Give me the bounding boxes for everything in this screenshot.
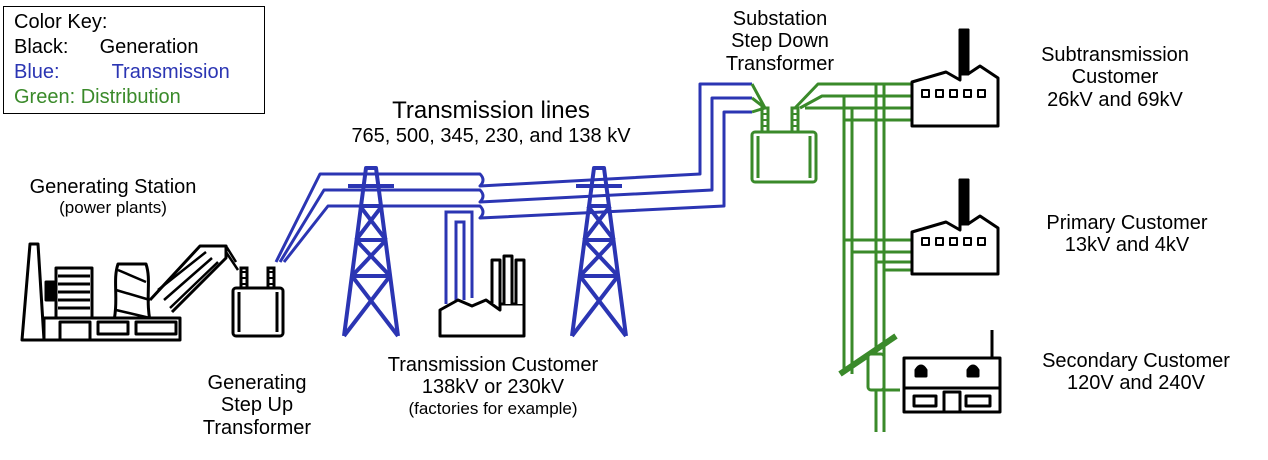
subtransmission-line3: 26kV and 69kV: [1047, 88, 1183, 111]
color-key-blue-name: Blue:: [14, 61, 60, 83]
substation-label: Substation Step Down Transformer: [700, 8, 860, 75]
subtransmission-customer-label: Subtransmission Customer 26kV and 69kV: [1010, 44, 1220, 111]
transmission-customer-feed: [444, 210, 474, 304]
generating-station-icon: [20, 242, 228, 342]
step-up-transformer-icon: [231, 266, 285, 338]
substation-transformer-icon: [750, 83, 818, 184]
color-key-black: Black: Generation: [14, 35, 264, 60]
generating-station-title: Generating Station: [29, 176, 197, 198]
substation-line2: Step Down: [731, 30, 829, 53]
factory-icon: [438, 254, 526, 338]
transmission-lines: [274, 82, 752, 263]
pole-transformer-icon: [866, 352, 886, 392]
step-up-line3: Transformer: [202, 416, 312, 439]
secondary-line1: Secondary Customer: [1042, 350, 1230, 372]
color-key-green-value: Distribution: [80, 86, 181, 108]
house-icon: [902, 330, 1002, 414]
transmission-customer-label: Transmission Customer 138kV or 230kV (fa…: [348, 354, 638, 418]
color-key-green-name: Green:: [14, 86, 76, 108]
substation-line3: Transformer: [725, 52, 835, 75]
substation-line1: Substation: [732, 8, 828, 30]
color-key-black-value: Generation: [99, 36, 199, 58]
step-up-line1: Generating: [207, 372, 307, 394]
color-key-green: Green: Distribution: [14, 85, 264, 110]
transmission-lines-label: Transmission lines 765, 500, 345, 230, a…: [306, 97, 676, 147]
primary-factory-icon: [910, 178, 1000, 276]
color-key-black-name: Black:: [14, 36, 69, 58]
transmission-tower-icon: [342, 166, 400, 338]
subtransmission-factory-icon: [910, 28, 1000, 128]
transmission-lines-voltages: 765, 500, 345, 230, and 138 kV: [351, 124, 631, 147]
color-key-blue-value: Transmission: [111, 61, 230, 83]
step-up-label: Generating Step Up Transformer: [182, 372, 332, 439]
primary-customer-label: Primary Customer 13kV and 4kV: [1012, 212, 1242, 257]
generating-station-subtitle: (power plants): [59, 198, 167, 218]
subtransmission-line1: Subtransmission: [1041, 44, 1189, 66]
primary-line2: 13kV and 4kV: [1064, 234, 1190, 257]
secondary-customer-label: Secondary Customer 120V and 240V: [1012, 350, 1260, 395]
generation-wires: [224, 245, 240, 271]
secondary-line2: 120V and 240V: [1067, 372, 1205, 395]
transmission-customer-note: (factories for example): [408, 398, 578, 418]
step-up-line2: Step Up: [220, 394, 294, 417]
subtransmission-line2: Customer: [1071, 66, 1159, 89]
transmission-tower-icon: [570, 166, 628, 338]
color-key-blue: Blue: Transmission: [14, 60, 264, 85]
transmission-customer-title: Transmission Customer: [387, 354, 599, 376]
transmission-customer-voltage: 138kV or 230kV: [421, 376, 565, 399]
color-key-title: Color Key:: [14, 11, 108, 33]
transmission-lines-title: Transmission lines: [392, 97, 590, 124]
primary-line1: Primary Customer: [1046, 212, 1208, 234]
color-key: Color Key: Black: Generation Blue: Trans…: [3, 6, 265, 114]
generating-station-label: Generating Station (power plants): [8, 176, 218, 217]
